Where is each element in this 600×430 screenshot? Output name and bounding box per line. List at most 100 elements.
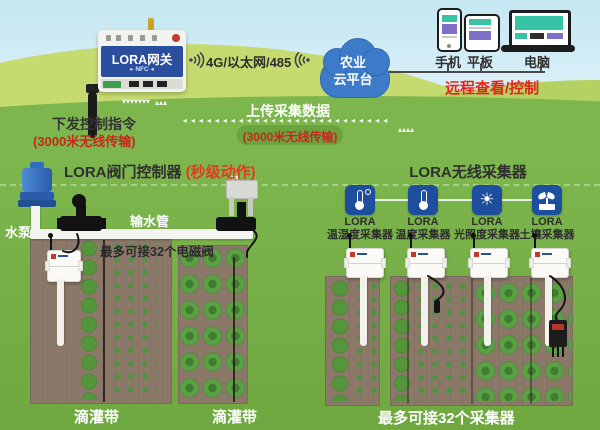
field-middle xyxy=(178,245,248,404)
unit-tab xyxy=(45,261,50,271)
pipe-label: 输水管 xyxy=(130,214,170,229)
unit-logo xyxy=(357,253,367,255)
gateway-ports xyxy=(101,79,183,89)
gateway-port xyxy=(143,81,153,87)
gateway-status-icon xyxy=(116,35,121,41)
rf-signal-icon xyxy=(294,52,310,68)
nfc-arrow-right-icon: ◂ xyxy=(150,66,154,73)
actuator-leg xyxy=(248,197,253,216)
valve-flange xyxy=(101,218,106,229)
unit-logo xyxy=(411,252,416,257)
collector-unit xyxy=(405,248,447,278)
gateway-antenna xyxy=(88,92,97,138)
link-label: 4G/以太网/485 xyxy=(206,55,292,70)
downlink-range: (3000米无线传输) xyxy=(33,134,136,149)
gateway-port xyxy=(129,81,139,87)
gateway-sma-connector xyxy=(148,18,154,30)
gateway-label: LORA网关 xyxy=(111,53,173,67)
chevron-down-path: ▾▾ xyxy=(230,173,240,182)
soil-probe-prong xyxy=(557,347,559,357)
sun-glyph: ☀ xyxy=(479,190,495,209)
sensor-connect-line xyxy=(358,199,548,201)
cloud-icon xyxy=(362,48,390,76)
unit-logo xyxy=(51,254,56,259)
unit-logo xyxy=(542,253,552,255)
collector-unit xyxy=(529,248,571,278)
tablet-label: 平板 xyxy=(467,55,494,70)
unit-pole xyxy=(484,276,491,346)
water-pump-cap xyxy=(30,162,44,170)
tablet-screen-block xyxy=(469,31,491,40)
drip-line xyxy=(103,240,105,402)
sensor-label: LORA 温湿度采集器 xyxy=(327,216,393,241)
thermometer-humidity-icon xyxy=(345,185,375,215)
uplink-range-badge: (3000米无线传输) xyxy=(237,125,343,145)
drip-line xyxy=(233,257,235,402)
water-pump-base xyxy=(18,200,56,207)
pump-label: 水泵 xyxy=(5,225,32,240)
collector-capacity-note: 最多可接32个采集器 xyxy=(378,410,515,427)
crop-bushes xyxy=(329,280,351,402)
unit-antenna-tip xyxy=(471,233,476,238)
unit-antenna xyxy=(534,236,536,250)
device-tick xyxy=(540,66,542,72)
laptop-screen xyxy=(509,10,571,50)
phone-label: 手机 xyxy=(435,55,462,70)
soil-plant-icon xyxy=(532,185,562,215)
unit-tab xyxy=(381,258,386,268)
gateway-antenna-joint xyxy=(86,84,99,93)
unit-logo xyxy=(350,252,355,257)
field-divider xyxy=(407,278,409,404)
phone-home-button xyxy=(447,44,451,48)
gateway-status-icon xyxy=(140,35,145,41)
laptop-screen-block xyxy=(515,16,563,30)
solenoid-valve-body xyxy=(216,217,256,231)
unit-logo xyxy=(481,253,491,255)
unit-tab xyxy=(566,258,571,268)
downlink-title: 下发控制指令 xyxy=(52,116,136,132)
solenoid-valve-neck xyxy=(76,204,86,218)
chevron-up-path: ▴▴▴ xyxy=(154,98,168,107)
thermometer-icon xyxy=(408,185,438,215)
gateway-logo xyxy=(172,34,180,42)
drip-label-2: 滴灌带 xyxy=(212,409,258,426)
unit-seam xyxy=(347,263,383,264)
gateway-status-icon xyxy=(152,35,157,41)
soil-pot xyxy=(539,204,555,210)
unit-pole xyxy=(545,276,552,346)
gateway-panel: LORA网关 ▸ NFC ◂ xyxy=(101,46,183,77)
lora-gateway: LORA网关 ▸ NFC ◂ xyxy=(98,30,186,92)
unit-antenna xyxy=(473,236,475,250)
unit-antenna xyxy=(410,236,412,250)
unit-seam xyxy=(532,263,568,264)
unit-antenna-tip xyxy=(532,233,537,238)
sensor-label: LORA 土壤采集器 xyxy=(519,216,575,241)
phone-screen-header xyxy=(442,15,457,22)
crop-bushes xyxy=(392,280,412,402)
field-divider xyxy=(530,278,532,404)
unit-seam xyxy=(408,263,444,264)
unit-antenna-tip xyxy=(48,233,53,238)
unit-antenna xyxy=(50,236,52,252)
unit-antenna-tip xyxy=(408,233,413,238)
chevron-left-path: ◂◂◂◂◂◂◂◂◂◂◂◂◂◂◂◂◂◂◂◂◂◂◂◂◂◂ xyxy=(182,116,392,125)
gateway-port xyxy=(157,81,167,87)
unit-pole xyxy=(421,276,428,346)
soil-probe-prong xyxy=(552,347,554,357)
unit-tab xyxy=(468,258,473,268)
unit-seam xyxy=(471,263,507,264)
sun-icon: ☀ xyxy=(472,185,502,215)
collector-section-title: LORA无线采集器 xyxy=(409,164,527,181)
valve-actuator xyxy=(226,180,258,199)
rf-signal-icon xyxy=(189,52,205,68)
drip-label-1: 滴灌带 xyxy=(74,409,120,426)
soil-sensor-label xyxy=(552,324,564,330)
pipe-vertical xyxy=(31,206,40,232)
field-divider xyxy=(471,278,473,404)
water-pipe xyxy=(30,229,253,239)
laptop-screen-tile xyxy=(530,33,544,39)
soil-sensor xyxy=(549,320,567,347)
solenoid-valve-neck xyxy=(237,202,246,218)
dashed-divider xyxy=(0,184,600,186)
remote-control-note: 远程查看/控制 xyxy=(445,80,540,97)
